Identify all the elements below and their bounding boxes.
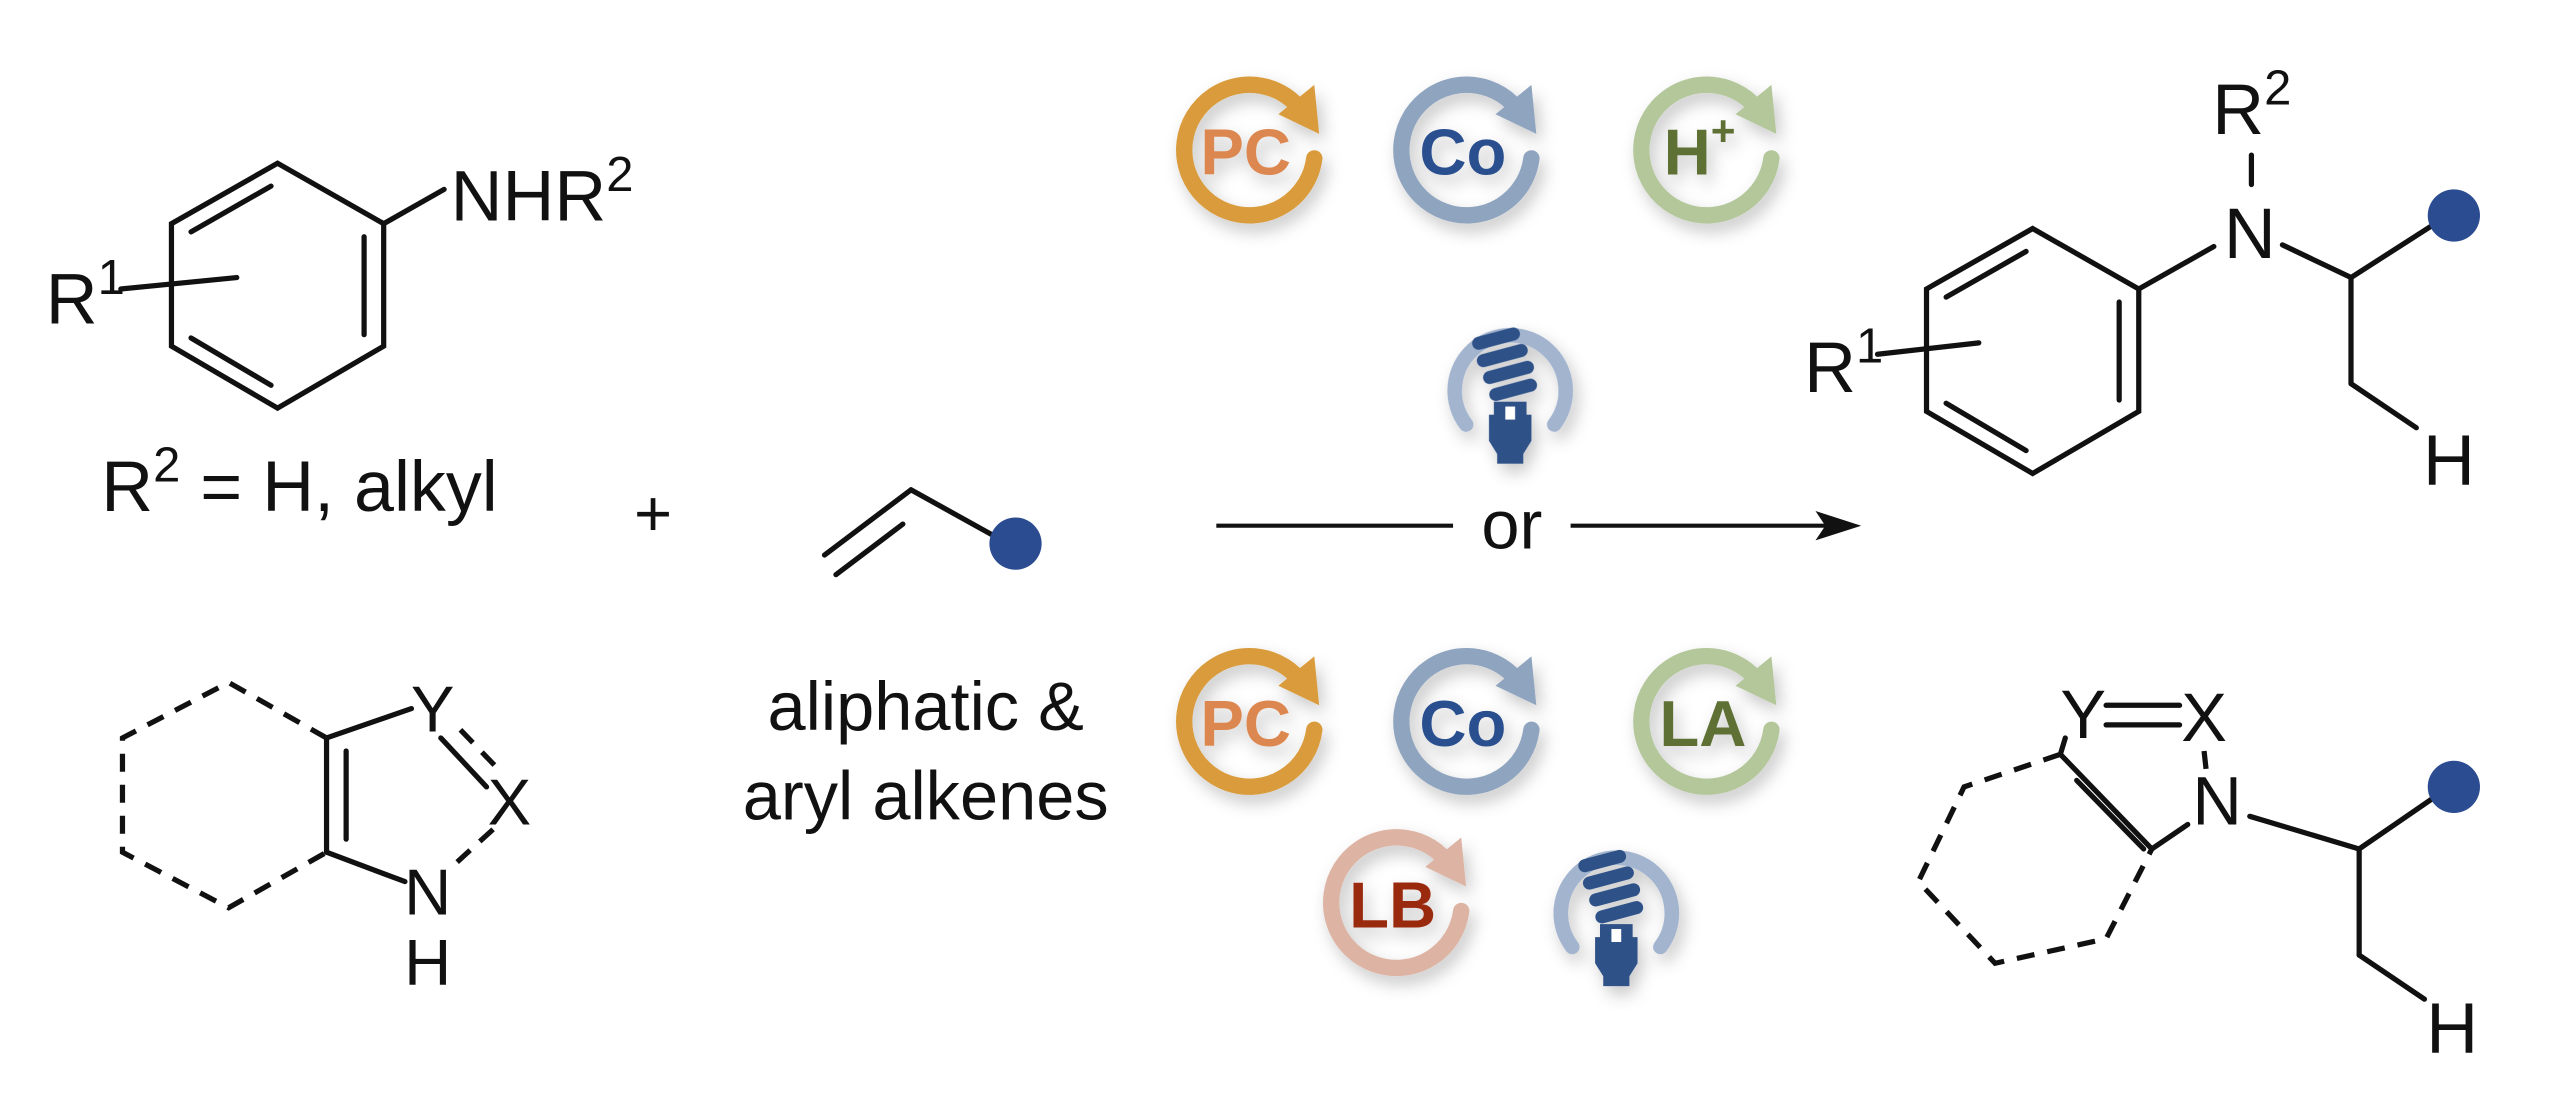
aniline-reactant: NHR2 R1 R2 = H, alkyl xyxy=(46,148,634,527)
heterocycle-reactant: Y X N H xyxy=(119,672,532,998)
alkene-reactant: aliphatic & aryl alkenes xyxy=(743,487,1109,835)
svg-text:Co: Co xyxy=(1419,116,1506,189)
x-atom: X xyxy=(2181,679,2227,756)
amine-product: N R2 R1 H xyxy=(1804,61,2480,501)
svg-text:Co: Co xyxy=(1419,687,1506,760)
svg-text:PC: PC xyxy=(1200,116,1291,189)
n-atom: N xyxy=(2224,194,2276,274)
la-cycle-icon: LA xyxy=(1633,648,1780,795)
conditions-top: PC Co H+ xyxy=(1176,76,1780,464)
reaction-arrow: or xyxy=(1216,487,1862,564)
nhr2-label: NHR2 xyxy=(451,148,634,236)
r2-label: R2 xyxy=(2212,61,2291,149)
lb-cycle-icon: LB xyxy=(1323,829,1470,977)
n-atom: N xyxy=(404,855,451,928)
conditions-bottom: PC Co LA LB xyxy=(1176,648,1780,986)
svg-text:PC: PC xyxy=(1200,687,1291,760)
pc-cycle-icon: PC xyxy=(1176,76,1323,224)
svg-text:LA: LA xyxy=(1659,687,1746,760)
plus-sign: + xyxy=(634,477,672,550)
n-atom: N xyxy=(2192,762,2242,839)
x-atom: X xyxy=(488,765,532,838)
co-cycle-icon: Co xyxy=(1393,76,1540,224)
alkene-label-1: aliphatic & xyxy=(768,668,1084,745)
r1-label: R1 xyxy=(1804,319,1883,407)
or-label: or xyxy=(1481,487,1542,564)
alkene-label-2: aryl alkenes xyxy=(743,758,1109,835)
y-atom: Y xyxy=(2060,676,2106,753)
svg-text:LB: LB xyxy=(1349,868,1436,941)
substituent-dot xyxy=(2427,189,2480,242)
pc-cycle-icon: PC xyxy=(1176,648,1323,795)
light-bulb-icon xyxy=(1455,326,1566,464)
r1-label: R1 xyxy=(46,251,125,339)
heterocycle-product: Y X N H xyxy=(1915,676,2480,1069)
co-cycle-icon: Co xyxy=(1393,648,1540,795)
h-atom: H xyxy=(2423,421,2475,501)
light-bulb-icon xyxy=(1561,848,1672,986)
h-atom: H xyxy=(404,925,451,998)
h-atom: H xyxy=(2426,989,2478,1069)
substituent-dot xyxy=(989,517,1042,570)
substituent-dot xyxy=(2427,760,2480,814)
h-plus-cycle-icon: H+ xyxy=(1633,76,1780,224)
r2-definition: R2 = H, alkyl xyxy=(101,439,497,527)
svg-text:H+: H+ xyxy=(1664,107,1736,188)
y-atom: Y xyxy=(411,672,455,745)
